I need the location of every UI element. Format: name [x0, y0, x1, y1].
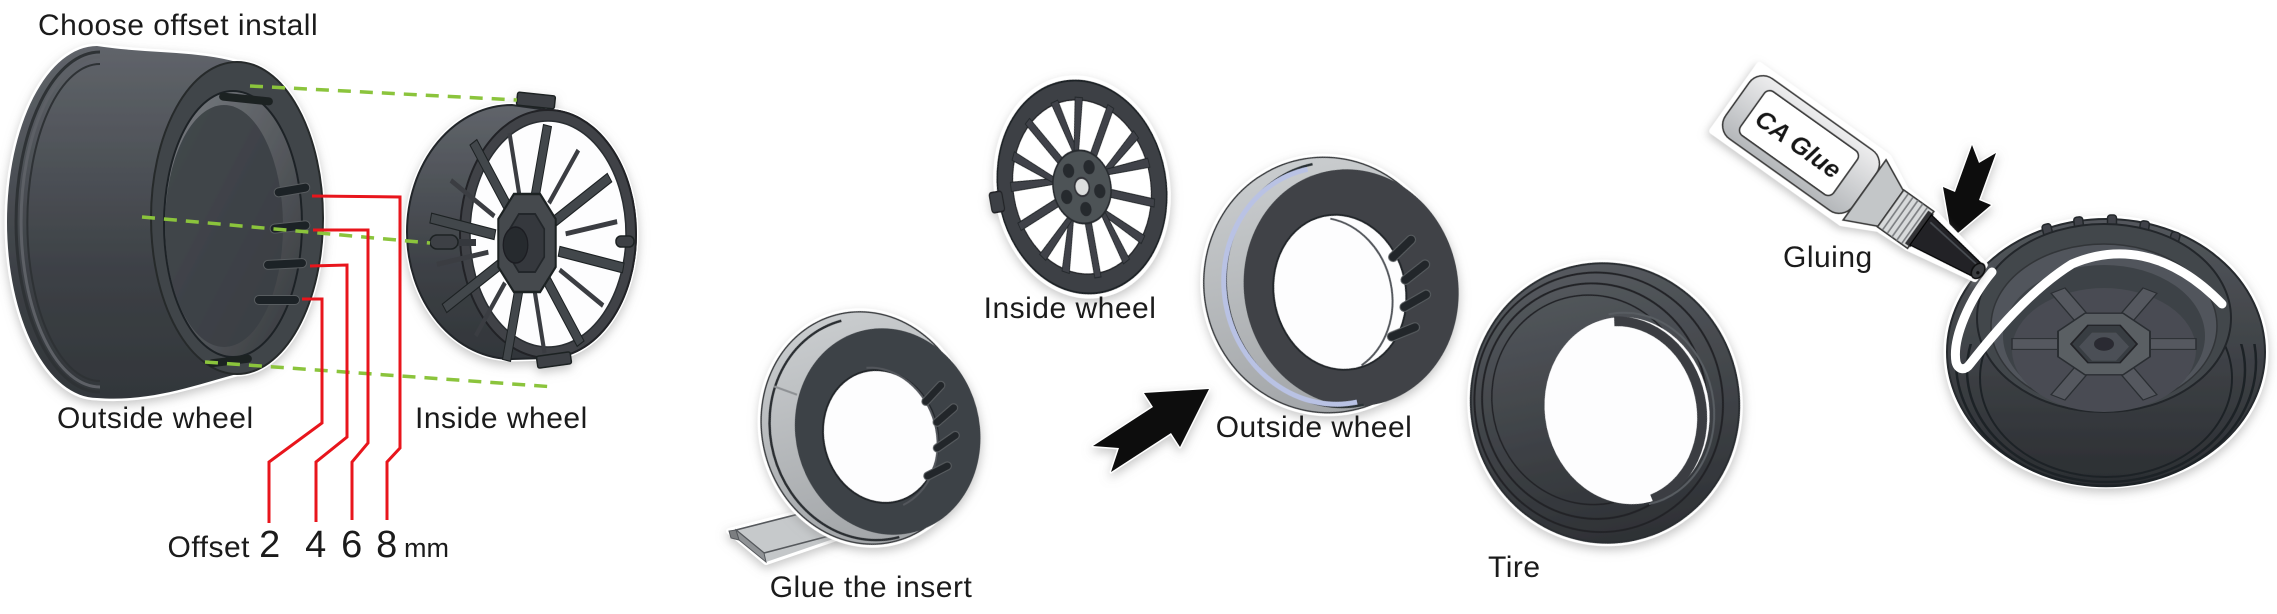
- offset-callout-lines: [267, 194, 402, 523]
- assembled-wheel-tire: [1943, 214, 2269, 489]
- bottle-label: [1738, 89, 1860, 197]
- inside-wheel-face: [988, 75, 1171, 299]
- offset-callout-line-4mm: [309, 263, 349, 522]
- offset-value-4: 4: [305, 524, 327, 566]
- glue-bottle: CA Glue: [1709, 62, 1988, 283]
- step1-title: Choose offset install: [38, 9, 318, 42]
- outside-wheel-glue-edge: [1200, 153, 1459, 417]
- glue-bead-line: [1950, 249, 2227, 374]
- bolt-holes: [1061, 160, 1106, 217]
- insert-wheel-slots: [921, 380, 960, 481]
- glue-edge-blue-line: [1221, 166, 1358, 407]
- outside-wheel-label-1: Outside wheel: [57, 402, 254, 435]
- offset-value-2: 2: [259, 524, 281, 566]
- tire: [1467, 259, 1743, 547]
- inside-wheel-label-2: Inside wheel: [984, 292, 1157, 325]
- inside-wheel-label-1: Inside wheel: [415, 402, 588, 435]
- glue-application-arrow: [1941, 143, 1998, 240]
- assembly-direction-arrow: [1091, 387, 1211, 474]
- gluing-label: Gluing: [1783, 241, 1873, 274]
- glue-insert-label: Glue the insert: [770, 571, 973, 604]
- offset-callout-line-8mm: [311, 194, 402, 520]
- offset-callout-line-2mm: [267, 297, 324, 523]
- outside-wheel-label-2: Outside wheel: [1216, 411, 1413, 444]
- mesh-spokes: [1009, 96, 1156, 279]
- tire-label: Tire: [1488, 551, 1541, 584]
- offset-value-6: 6: [341, 524, 363, 566]
- alignment-dash-lines: [141, 84, 556, 389]
- offset-unit-label: mm: [404, 533, 449, 563]
- alignment-dash-line-top: [249, 84, 518, 102]
- offset-value-8: 8: [376, 524, 398, 566]
- wheel-spokes: [429, 123, 625, 363]
- outside-wheel-slots: [1386, 234, 1432, 342]
- offset-callout-line-6mm: [313, 228, 370, 520]
- alignment-dash-line-middle: [141, 215, 431, 245]
- inside-wheel-exploded: [404, 91, 639, 369]
- axle-pin: [429, 234, 459, 250]
- wheel-with-insert: [757, 308, 981, 548]
- outside-wheel-exploded: [4, 43, 326, 402]
- alignment-dash-line-bottom: [204, 360, 556, 389]
- offset-word-label: Offset: [168, 531, 251, 564]
